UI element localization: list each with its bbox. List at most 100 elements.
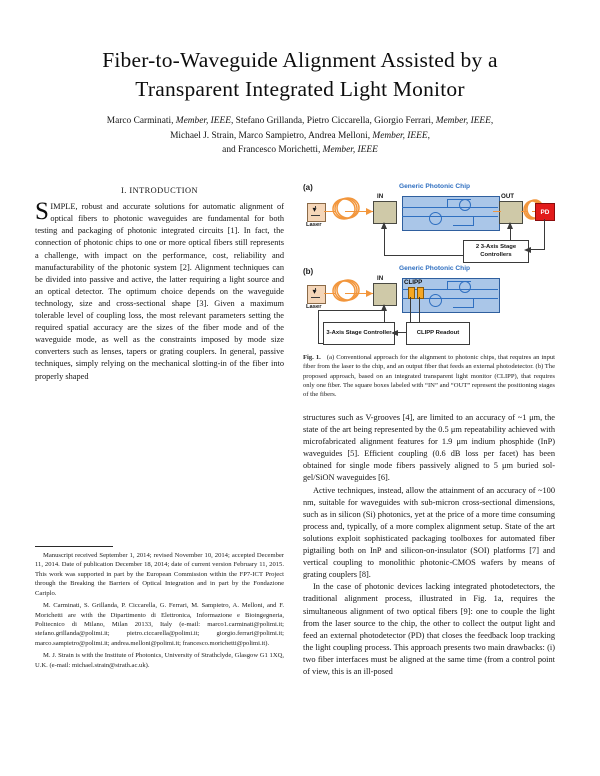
laser-label-a: Laser [306,221,322,228]
wire-feedback-b-vert [318,310,320,344]
right-column: structures such as V-grooves [4], are li… [303,412,555,678]
footnote-block: Manuscript received September 1, 2014; r… [35,546,284,673]
fiber-coil-a [332,197,360,220]
intro-paragraph-text: IMPLE, robust and accurate solutions for… [35,202,284,381]
photonic-chip-a [402,196,500,231]
in-label-b: IN [377,275,384,282]
author-line-2-part-c: , [427,130,430,141]
author-list: Marco Carminati, Member, IEEE, Stefano G… [48,114,552,158]
clipp-electrode-1 [408,287,415,299]
laser-diode-icon-b: ▾ [312,287,317,296]
section-heading-introduction: I. INTRODUCTION [121,186,198,195]
wire-feedback-b-top [318,310,384,312]
chip-bend-b-1 [447,281,449,290]
chip-title-b: Generic Photonic Chip [399,265,471,272]
laser-symbol-stem-a [315,205,317,210]
drop-cap: S [35,198,49,226]
in-stage-a[interactable] [373,201,397,224]
clipp-label: CLIPP [404,279,423,286]
fiber-in-right-b [345,293,373,295]
panel-b-label: (b) [303,267,314,276]
wire-in-stage-a-vert [383,228,385,256]
chip-waveguide-a-top [402,207,498,209]
chip-bend-a-4 [453,225,474,227]
right-paragraph-2: Active techniques, instead, allow the at… [303,485,555,580]
figure-1-caption: Fig. 1. (a) Conventional approach for th… [303,353,555,400]
figure-1-diagram: (a) Generic Photonic Chip ▾ Laser IN [303,183,555,350]
footnote-affiliation-polimi: M. Carminati, S. Grillanda, P. Ciccarell… [35,602,284,647]
chip-ring-b-2 [459,281,471,293]
author-line-2: Michael J. Strain, Marco Sampietro, Andr… [48,129,552,144]
chip-ring-a-1 [429,212,442,225]
out-stage-a[interactable] [499,201,523,224]
fiber-arrow-b [366,289,373,297]
author-line-2-part-a: Michael J. Strain, Marco Sampietro, Andr… [170,130,373,141]
chip-ring-b-1 [429,294,442,307]
footnote-manuscript-history: Manuscript received September 1, 2014; r… [35,552,284,597]
wire-arrow-pd-a [524,246,531,253]
author-line-1-part-a: Marco Carminati, [106,116,176,127]
chip-waveguide-b-top [402,289,498,291]
title-block: Fiber-to-Waveguide Alignment Assisted by… [48,46,552,158]
wire-pd-a-horiz [527,249,545,251]
chip-bend-a-1 [447,199,449,208]
right-paragraph-3: In the case of photonic devices lacking … [303,582,555,676]
member-ieee-1: Member, IEEE [175,116,231,127]
author-line-3: and Francesco Morichetti, Member, IEEE [48,143,552,158]
fiber-in-left-b [324,293,336,295]
laser-symbol-bar-b [311,297,320,299]
figure-1: (a) Generic Photonic Chip ▾ Laser IN [303,183,555,400]
in-stage-b[interactable] [373,283,397,306]
fiber-out-stub-a [521,211,527,213]
wire-arrow-ctrl-b [391,329,398,336]
footnote-rule [35,546,113,547]
fiber-coil-b [332,279,360,302]
author-line-1-part-e: , [490,116,494,127]
member-ieee-2: Member, IEEE [435,116,491,127]
chip-bend-b-3 [473,298,475,308]
member-ieee-3: Member, IEEE [372,130,428,141]
figure-1-caption-label: Fig. 1. [303,354,321,361]
laser-symbol-stem-b [315,287,317,292]
author-line-3-part-a: and Francesco Morichetti, [222,145,323,156]
wire-in-stage-b-vert [383,310,385,323]
page-title: Fiber-to-Waveguide Alignment Assisted by… [102,48,498,101]
wire-out-stage-a-vert [509,228,511,241]
clipp-readout-b[interactable]: CLIPP Readout [406,322,470,345]
wire-readout-to-ctrl-b [393,332,406,334]
fiber-in-left-a [324,211,336,213]
laser-diode-icon: ▾ [312,205,317,214]
chip-bend-a-2 [447,199,471,201]
chip-waveguide-a-bottom [402,216,498,218]
laser-box-a [307,203,326,222]
stage-controller-b[interactable]: 3-Axis Stage Controller [323,322,395,345]
figure-1-caption-text: (a) Conventional approach for the alignm… [303,354,555,399]
author-line-1-part-c: , Stefano Grillanda, Pietro Ciccarella, … [230,116,436,127]
wire-arrow-in-a [381,222,387,229]
chip-bend-a-3 [473,216,475,226]
chip-title-a: Generic Photonic Chip [399,183,471,190]
right-paragraph-1: structures such as V-grooves [4], are li… [303,413,555,483]
fiber-out-left-a [493,211,501,213]
wire-in-stage-a-horiz [383,255,464,257]
wire-arrow-out-a [507,222,513,229]
chip-bend-b-2 [447,281,471,283]
footnote-affiliation-strathclyde: M. J. Strain is with the Institute of Ph… [35,652,284,669]
member-ieee-4: Member, IEEE [322,145,378,156]
author-line-1: Marco Carminati, Member, IEEE, Stefano G… [48,114,552,129]
wire-feedback-b-bottom [318,343,324,345]
fiber-in-right-a [345,211,373,213]
clipp-wire-2 [419,297,421,322]
chip-waveguide-b-bottom [402,298,498,300]
laser-label-b: Laser [306,303,322,310]
clipp-electrode-2 [417,287,424,299]
out-label-a: OUT [501,193,515,200]
chip-ring-a-2 [459,199,471,211]
chip-bend-b-4 [453,307,474,309]
clipp-wire-1 [410,297,412,322]
wire-arrow-in-b [381,304,387,311]
stage-controllers-a[interactable]: 2 3-Axis Stage Controllers [463,240,529,263]
